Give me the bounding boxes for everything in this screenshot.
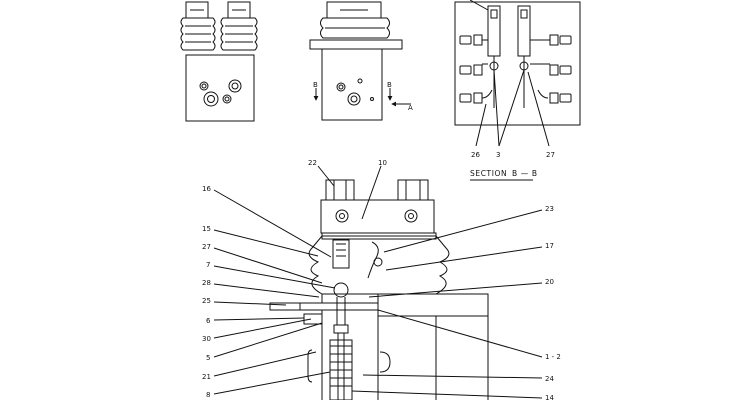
part-callout: 27 [202, 243, 211, 251]
section-caption-word: SECTION [470, 169, 507, 178]
part-callout: 15 [202, 225, 211, 233]
part-callout: 7 [206, 261, 210, 269]
part-callout: 23 [545, 205, 554, 213]
part-callout: 21 [202, 373, 211, 381]
section-bb-view [454, 0, 581, 181]
part-callout: 5 [206, 354, 210, 362]
part-callout: 28 [202, 279, 211, 287]
part-callout: 8 [206, 391, 210, 399]
part-callout: 16 [202, 185, 211, 193]
marker-b-right: B [387, 81, 392, 89]
marker-b-left: B [313, 81, 318, 89]
part-callout: 14 [545, 394, 554, 400]
part-callout: 24 [545, 375, 554, 383]
part-callout: 25 [202, 297, 211, 305]
section-callout: 26 [471, 151, 480, 159]
part-callout: 22 [308, 159, 317, 167]
front-view [180, 1, 258, 122]
part-callout: 20 [545, 278, 554, 286]
part-callout: 17 [545, 242, 554, 250]
part-callout: 1 - 2 [545, 353, 561, 361]
part-callout: 10 [378, 159, 387, 167]
part-callout: 6 [206, 317, 211, 325]
section-caption-tag: B — B [512, 169, 538, 178]
main-section-view [213, 165, 543, 400]
section-callout: 3 [496, 151, 500, 159]
marker-a: A [408, 104, 413, 112]
side-view [309, 1, 411, 121]
section-callout: 27 [546, 151, 555, 159]
part-callout: 30 [202, 335, 211, 343]
